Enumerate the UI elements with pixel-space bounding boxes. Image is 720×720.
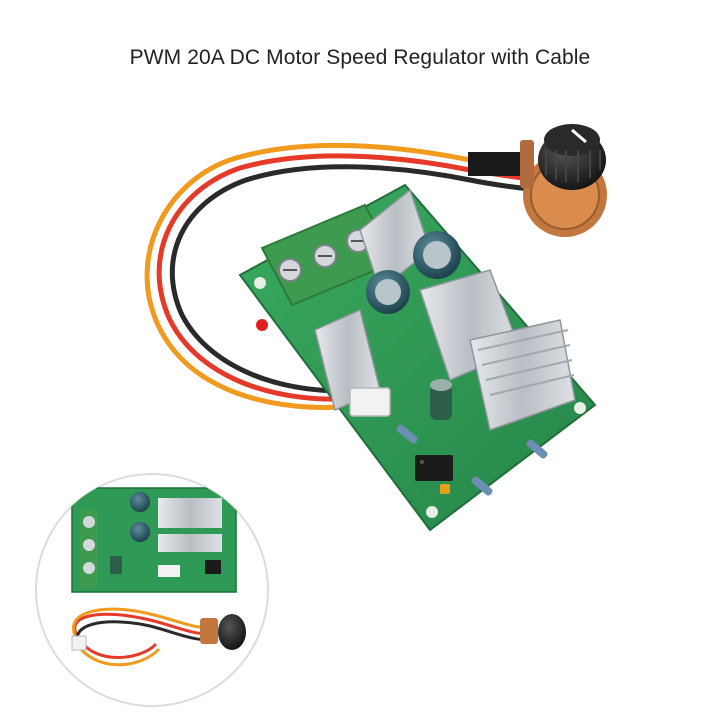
inset-view — [35, 473, 269, 707]
potentiometer — [468, 124, 607, 237]
potentiometer-knob — [538, 124, 606, 190]
capacitor-small — [430, 379, 452, 420]
capacitor-large-1 — [413, 231, 461, 279]
inset-pcb — [71, 487, 237, 593]
inset-connector — [71, 635, 87, 651]
led-indicator — [256, 319, 268, 331]
page-title: PWM 20A DC Motor Speed Regulator with Ca… — [129, 46, 591, 69]
ic-chip — [415, 455, 453, 481]
inset-potentiometer — [200, 614, 246, 650]
cable-connector — [349, 387, 391, 417]
resistors — [396, 424, 548, 496]
heatsink-left — [314, 188, 431, 412]
board-date-label: 2018.12.9 — [236, 315, 273, 356]
inset-cable — [72, 607, 212, 667]
pcb-board: 2018.12.9 — [236, 183, 597, 532]
capacitor-large-2 — [366, 270, 410, 314]
heatsink-right — [419, 269, 576, 431]
